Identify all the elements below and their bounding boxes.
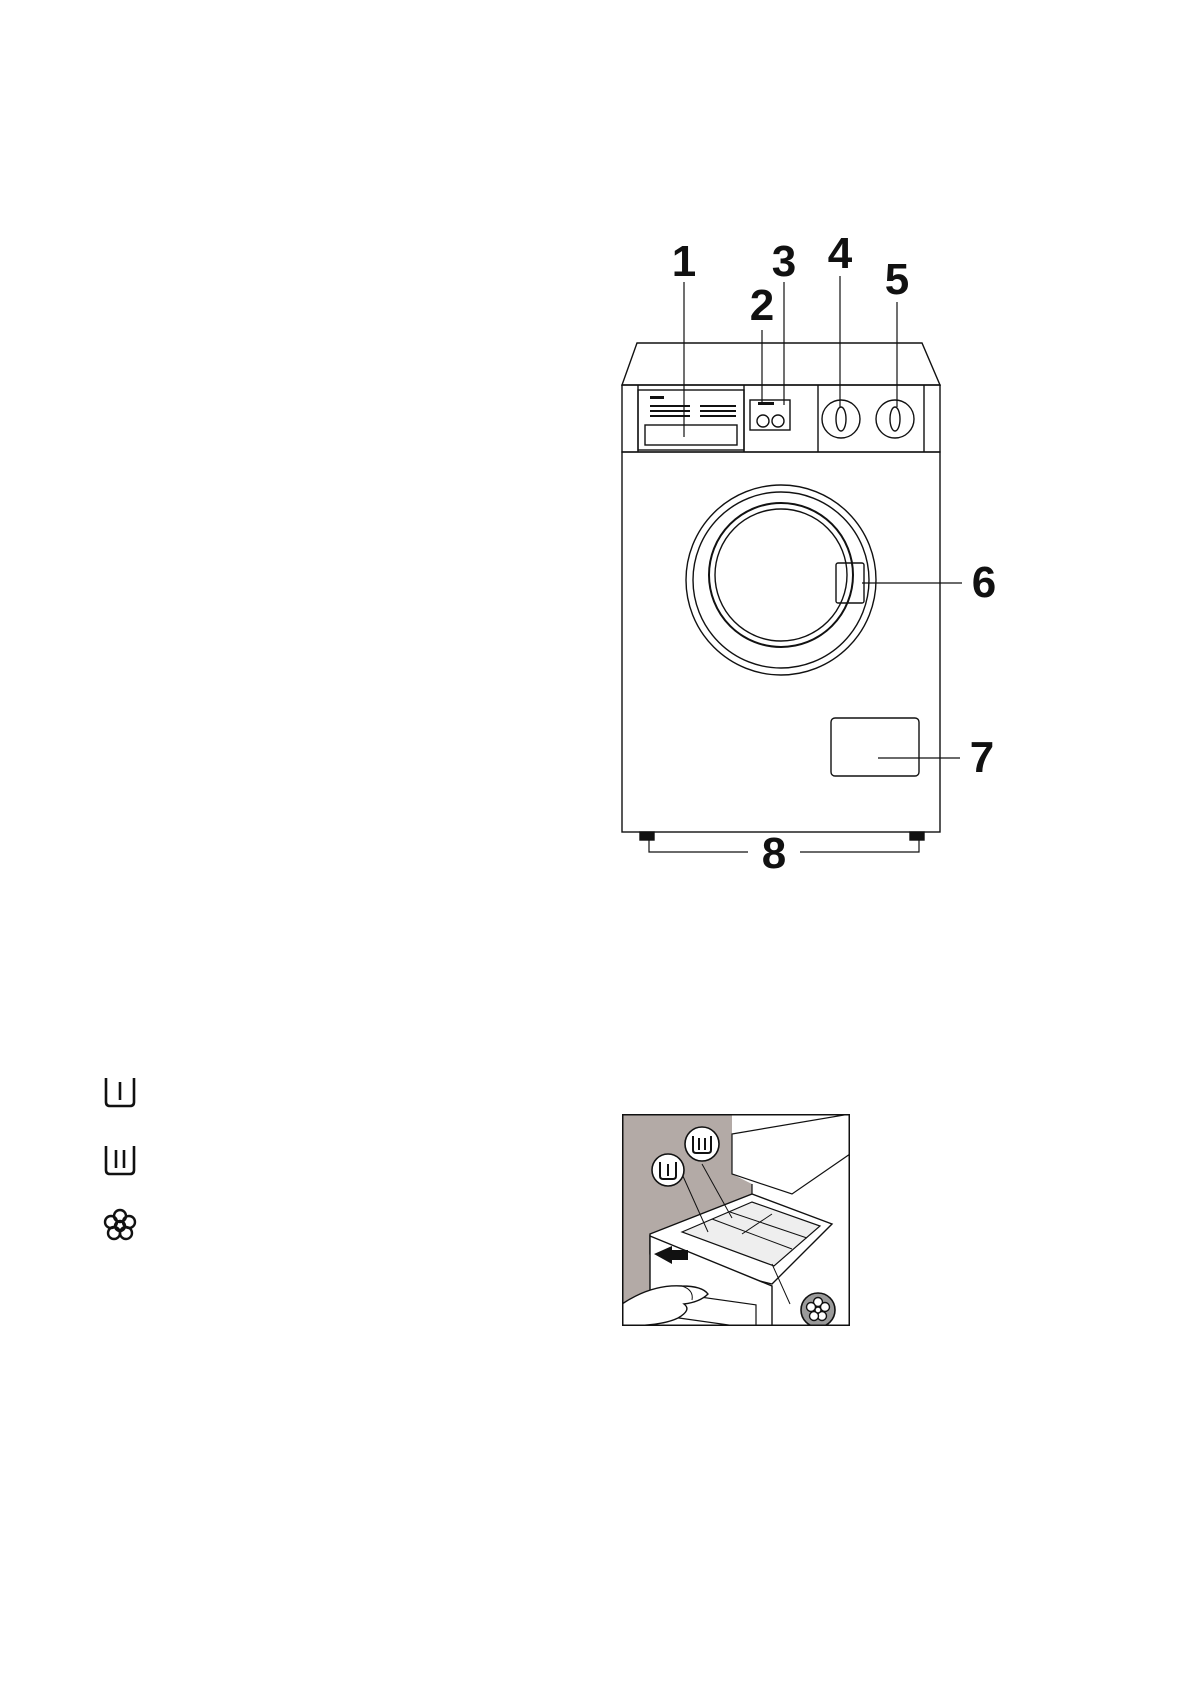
knob-5-outline (876, 400, 914, 438)
callout-7: 7 (962, 736, 1002, 780)
fabric-softener-flower-icon (801, 1293, 835, 1326)
prewash-compartment-icon (100, 1072, 140, 1112)
knob-4-outline (822, 400, 860, 438)
service-flap (831, 718, 919, 776)
prewash-compartment-icon (652, 1154, 684, 1186)
main-wash-compartment-icon (100, 1140, 140, 1180)
callout-2: 2 (742, 284, 782, 328)
callout-8: 8 (754, 832, 794, 876)
callout-5: 5 (877, 258, 917, 302)
washing-machine-diagram (0, 0, 1190, 900)
callout-6: 6 (964, 561, 1004, 605)
fabric-softener-flower-icon (100, 1206, 140, 1246)
leader-8-right (800, 840, 919, 852)
callout-1: 1 (664, 240, 704, 284)
callout-4: 4 (820, 232, 860, 276)
callout-3: 3 (764, 240, 804, 284)
leader-8-left (649, 840, 748, 852)
detergent-dispenser-illustration (622, 1114, 850, 1326)
control-panel (622, 385, 940, 452)
main-wash-compartment-icon (685, 1127, 719, 1161)
machine-top-surface (622, 343, 940, 385)
